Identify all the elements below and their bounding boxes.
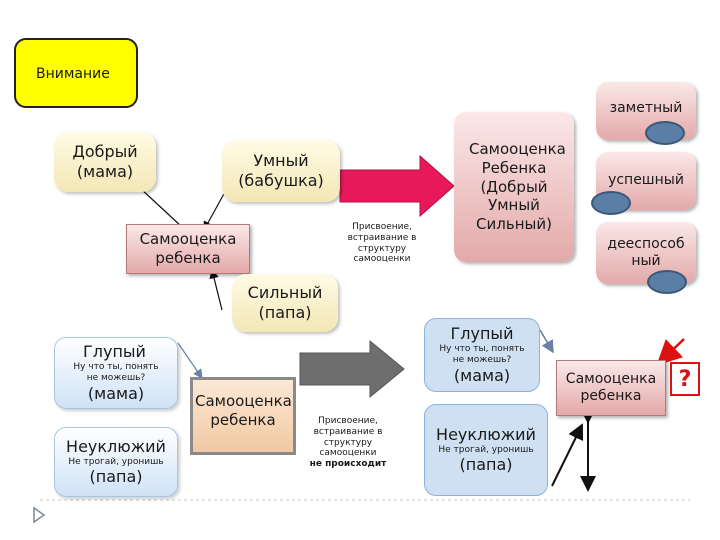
result-self-esteem-box: Самооценка Ребенка (Добрый Умный Сильный… — [454, 112, 574, 262]
question-mark-label: ? — [678, 366, 692, 392]
slide-bullet — [33, 506, 46, 524]
smart-grandma-label: Умный (бабушка) — [238, 151, 324, 190]
trait-noticeable-label: заметный — [609, 100, 683, 116]
right-clumsy-subtitle: Не трогай, уронишь — [438, 444, 534, 455]
strong-dad-label: Сильный (папа) — [247, 283, 323, 322]
ellipse-marker-3 — [647, 270, 687, 294]
kind-mom-label: Добрый (мама) — [72, 142, 138, 181]
line-strong-to-self — [209, 268, 223, 311]
strong-dad-box: Сильный (папа) — [232, 274, 338, 332]
ellipse-marker-1 — [645, 121, 685, 145]
process-text-bottom-label: Присвоение, встраивание в структуру само… — [313, 416, 383, 459]
question-mark-box: ? — [670, 362, 700, 396]
right-clumsy-title: Неуклюжий — [436, 424, 536, 444]
attention-label: Внимание — [36, 66, 110, 82]
stupid-mom-box: Глупый Ну что ты, понять не можешь? (мам… — [54, 337, 178, 409]
self-esteem-bottom-label: Самооценка ребенка — [195, 392, 292, 429]
self-esteem-top-box: Самооценка ребенка — [126, 224, 250, 274]
right-stupid-subtitle: Ну что ты, понять не можешь? — [439, 344, 525, 365]
stupid-title: Глупый — [83, 342, 146, 362]
right-stupid-title: Глупый — [450, 324, 514, 344]
pink-arrow — [339, 154, 455, 218]
clumsy-subtitle: Не трогай, уронишь — [68, 456, 164, 467]
stupid-subtitle: Ну что ты, понять не можешь? — [73, 362, 159, 383]
right-self-esteem-box: Самооценка ребенка — [556, 360, 666, 416]
right-clumsy-dad-box: Неуклюжий Не трогай, уронишь (папа) — [424, 404, 548, 496]
ellipse-marker-2 — [591, 191, 631, 215]
stupid-role: (мама) — [87, 383, 145, 403]
gray-arrow — [299, 339, 405, 399]
process-text-bottom: Присвоение, встраивание в структуру само… — [306, 416, 390, 470]
attention-box: Внимание — [14, 38, 138, 108]
process-not-label: не происходит — [309, 459, 387, 470]
right-clumsy-role: (папа) — [459, 455, 513, 475]
diagonal-arrow — [551, 423, 584, 487]
red-arrow — [656, 338, 685, 366]
right-stupid-mom-box: Глупый Ну что ты, понять не можешь? (мам… — [424, 318, 540, 392]
trait-capable-label: дееспособ ный — [607, 235, 685, 270]
smart-grandma-box: Умный (бабушка) — [222, 140, 340, 202]
result-self-esteem-label: Самооценка Ребенка (Добрый Умный Сильный… — [469, 140, 566, 234]
clumsy-dad-box: Неуклюжий Не трогай, уронишь (папа) — [54, 427, 178, 497]
line-right-stupid — [539, 329, 554, 354]
self-esteem-bottom-box: Самооценка ребенка — [190, 377, 296, 455]
kind-mom-box: Добрый (мама) — [54, 132, 156, 192]
clumsy-role: (папа) — [89, 467, 143, 487]
self-esteem-top-label: Самооценка ребенка — [139, 230, 237, 267]
clumsy-title: Неуклюжий — [66, 436, 166, 456]
line-stupid-to-self — [177, 342, 203, 379]
right-stupid-role: (мама) — [453, 365, 511, 385]
trait-successful-label: успешный — [608, 172, 684, 189]
process-text-top: Присвоение, встраивание в структуру само… — [340, 222, 424, 265]
right-self-esteem-label: Самооценка ребенка — [565, 370, 657, 405]
trait-successful-box: успешный — [596, 152, 696, 210]
process-text-top-label: Присвоение, встраивание в структуру само… — [347, 222, 417, 265]
